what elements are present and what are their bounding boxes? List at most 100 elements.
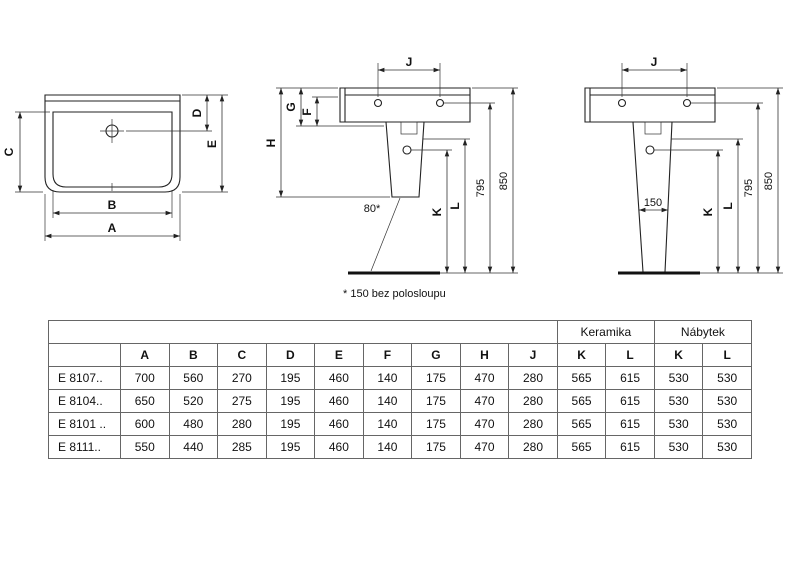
dim-label-h: H bbox=[264, 139, 278, 148]
value-cell: 175 bbox=[411, 366, 461, 390]
value-cell: 195 bbox=[265, 412, 316, 436]
dimension-table-container: Keramika Nábytek A B C D E F G H J K L K… bbox=[48, 320, 753, 459]
technical-drawing: C D E B A 80* J bbox=[2, 55, 783, 300]
value-cell: 175 bbox=[411, 435, 461, 459]
value-cell: 615 bbox=[605, 366, 655, 390]
dim-label-795: 795 bbox=[475, 179, 487, 197]
column-header-e: E bbox=[314, 343, 364, 367]
value-cell: 530 bbox=[702, 435, 752, 459]
group-header-nabytek: Nábytek bbox=[653, 320, 753, 344]
value-cell: 615 bbox=[605, 435, 655, 459]
dim-label-j: J bbox=[651, 55, 658, 69]
value-cell: 530 bbox=[653, 389, 704, 413]
value-cell: 520 bbox=[168, 389, 219, 413]
column-header-b: B bbox=[168, 343, 219, 367]
semi-pedestal-outline bbox=[385, 121, 425, 198]
value-cell: 600 bbox=[120, 412, 170, 436]
column-header-c: C bbox=[217, 343, 267, 367]
blank-header-cell bbox=[48, 320, 558, 344]
column-header-d: D bbox=[265, 343, 316, 367]
basin-profile bbox=[584, 87, 716, 123]
column-header-a: A bbox=[120, 343, 170, 367]
value-cell: 195 bbox=[265, 366, 316, 390]
value-cell: 280 bbox=[508, 435, 558, 459]
model-cell: E 8101 .. bbox=[48, 412, 121, 436]
column-header-k-keramika: K bbox=[556, 343, 607, 367]
column-header-f: F bbox=[362, 343, 413, 367]
value-cell: 195 bbox=[265, 435, 316, 459]
dim-label-d: D bbox=[190, 108, 204, 117]
value-cell: 285 bbox=[217, 435, 267, 459]
table-row: E 8101 .. 600 480 280 195 460 140 175 47… bbox=[48, 412, 752, 436]
column-header-l-keramika: L bbox=[605, 343, 655, 367]
column-header-l-nabytek: L bbox=[702, 343, 752, 367]
value-cell: 460 bbox=[314, 412, 364, 436]
dim-label-a: A bbox=[108, 221, 117, 235]
dim-label-850: 850 bbox=[763, 172, 775, 190]
column-header-k-nabytek: K bbox=[653, 343, 704, 367]
dimension-table: Keramika Nábytek A B C D E F G H J K L K… bbox=[48, 320, 753, 459]
table-group-header-row: Keramika Nábytek bbox=[48, 320, 753, 344]
dim-label-c: C bbox=[2, 147, 16, 156]
model-column-header bbox=[48, 343, 121, 367]
bowl-outline bbox=[52, 111, 173, 188]
basin-profile bbox=[339, 87, 471, 123]
value-cell: 530 bbox=[702, 412, 752, 436]
model-cell: E 8107.. bbox=[48, 366, 121, 390]
value-cell: 470 bbox=[459, 412, 510, 436]
dim-label-k: K bbox=[701, 207, 715, 216]
dim-label-150: 150 bbox=[644, 197, 662, 209]
front-view: C D E B A bbox=[2, 94, 228, 241]
drain-hole-icon bbox=[402, 145, 412, 155]
footnote-text: * 150 bez polosloupu bbox=[343, 288, 446, 300]
value-cell: 530 bbox=[653, 435, 704, 459]
column-header-h: H bbox=[459, 343, 510, 367]
trap-cover bbox=[644, 121, 662, 135]
value-cell: 530 bbox=[702, 389, 752, 413]
value-cell: 140 bbox=[362, 435, 413, 459]
fixing-hole-icon bbox=[682, 98, 692, 108]
basin-outline bbox=[44, 94, 181, 193]
value-cell: 480 bbox=[168, 412, 219, 436]
value-cell: 550 bbox=[120, 435, 170, 459]
table-column-header-row: A B C D E F G H J K L K L bbox=[48, 343, 752, 367]
value-cell: 140 bbox=[362, 366, 413, 390]
value-cell: 560 bbox=[168, 366, 219, 390]
value-cell: 470 bbox=[459, 435, 510, 459]
fixing-hole-icon bbox=[617, 98, 627, 108]
value-cell: 615 bbox=[605, 389, 655, 413]
dim-label-l: L bbox=[721, 202, 735, 209]
value-cell: 565 bbox=[556, 412, 607, 436]
dim-label-b: B bbox=[108, 198, 117, 212]
value-cell: 530 bbox=[653, 366, 704, 390]
group-header-keramika: Keramika bbox=[556, 320, 655, 344]
drain-hole-icon bbox=[645, 145, 655, 155]
value-cell: 530 bbox=[702, 366, 752, 390]
value-cell: 175 bbox=[411, 412, 461, 436]
value-cell: 565 bbox=[556, 366, 607, 390]
table-row: E 8107.. 700 560 270 195 460 140 175 470… bbox=[48, 366, 752, 390]
value-cell: 275 bbox=[217, 389, 267, 413]
value-cell: 140 bbox=[362, 389, 413, 413]
model-cell: E 8104.. bbox=[48, 389, 121, 413]
side-view-full-pedestal: J 150 K L 795 850 bbox=[584, 55, 783, 275]
dim-label-795: 795 bbox=[743, 179, 755, 197]
value-cell: 175 bbox=[411, 389, 461, 413]
value-cell: 460 bbox=[314, 389, 364, 413]
dim-label-e: E bbox=[205, 140, 219, 148]
outlet-line bbox=[370, 197, 401, 272]
fixing-hole-icon bbox=[435, 98, 445, 108]
value-cell: 470 bbox=[459, 366, 510, 390]
dim-label-k: K bbox=[430, 207, 444, 216]
value-cell: 460 bbox=[314, 366, 364, 390]
trap-cover bbox=[400, 121, 418, 135]
column-header-g: G bbox=[411, 343, 461, 367]
value-cell: 195 bbox=[265, 389, 316, 413]
value-cell: 470 bbox=[459, 389, 510, 413]
value-cell: 615 bbox=[605, 412, 655, 436]
table-row: E 8104.. 650 520 275 195 460 140 175 470… bbox=[48, 389, 752, 413]
value-cell: 140 bbox=[362, 412, 413, 436]
dim-label-l: L bbox=[448, 202, 462, 209]
value-cell: 460 bbox=[314, 435, 364, 459]
model-cell: E 8111.. bbox=[48, 435, 121, 459]
